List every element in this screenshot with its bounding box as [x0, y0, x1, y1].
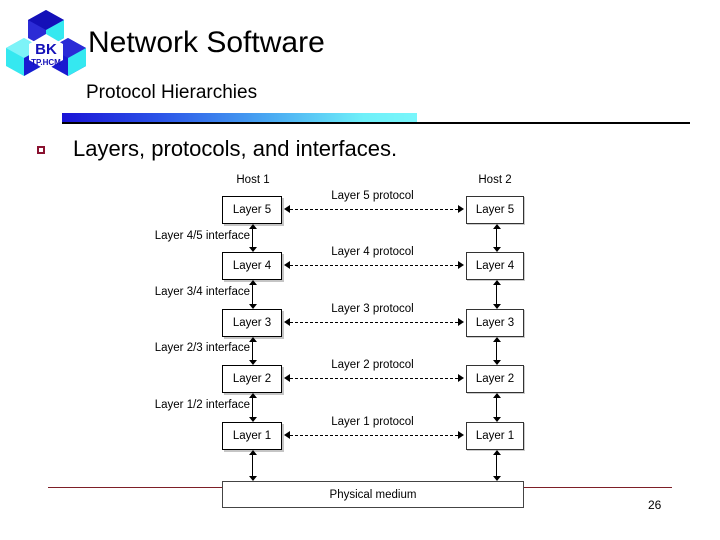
protocol-label-5: Layer 5 protocol — [331, 190, 414, 202]
right-interface-arrow-4-5 — [492, 224, 501, 252]
right-layer-box-1: Layer 1 — [466, 422, 524, 450]
accent-gradient-bar — [62, 113, 417, 122]
page-subtitle: Protocol Hierarchies — [86, 82, 258, 103]
protocol-label-4: Layer 4 protocol — [331, 246, 414, 258]
interface-arrow-1-2 — [248, 393, 257, 422]
square-bullet-icon — [37, 146, 45, 154]
protocol-hierarchy-diagram: Host 1 Host 2 Layer 5 Layer 5 Layer 5 pr… — [0, 168, 720, 516]
right-layer-box-2: Layer 2 — [466, 365, 524, 393]
right-interface-arrow-1-2 — [492, 393, 501, 422]
interface-arrow-4-5 — [248, 224, 257, 252]
right-layer-box-3: Layer 3 — [466, 309, 524, 337]
interface-arrow-2-3 — [248, 337, 257, 365]
protocol-label-3: Layer 3 protocol — [331, 303, 414, 315]
protocol-arrow-3 — [284, 318, 464, 327]
interface-label-3-4: Layer 3/4 interface — [154, 286, 250, 298]
left-layer-box-2: Layer 2 — [222, 365, 282, 393]
svg-text:TP.HCM: TP.HCM — [31, 58, 61, 67]
right-interface-arrow-3-4 — [492, 280, 501, 309]
left-layer-box-4: Layer 4 — [222, 252, 282, 280]
physical-medium-box: Physical medium — [222, 481, 524, 508]
interface-label-2-3: Layer 2/3 interface — [154, 342, 250, 354]
protocol-label-2: Layer 2 protocol — [331, 359, 414, 371]
left-layer-box-1: Layer 1 — [222, 422, 282, 450]
page-number: 26 — [648, 498, 662, 512]
protocol-arrow-4 — [284, 261, 464, 270]
right-layer-box-4: Layer 4 — [466, 252, 524, 280]
header-divider-rule — [62, 122, 690, 124]
host-2-label: Host 2 — [478, 174, 512, 186]
right-interface-arrow-2-3 — [492, 337, 501, 365]
page-title: Network Software — [88, 26, 325, 59]
medium-arrow-right — [492, 450, 501, 481]
interface-label-1-2: Layer 1/2 interface — [154, 399, 250, 411]
bk-tphcm-logo: BK TP.HCM — [6, 8, 86, 84]
bullet-item-label: Layers, protocols, and interfaces. — [73, 136, 398, 161]
medium-arrow-left — [248, 450, 257, 481]
svg-text:BK: BK — [35, 41, 57, 58]
left-layer-box-3: Layer 3 — [222, 309, 282, 337]
protocol-label-1: Layer 1 protocol — [331, 416, 414, 428]
bullet-list-item: Layers, protocols, and interfaces. — [28, 136, 688, 168]
left-layer-box-5: Layer 5 — [222, 196, 282, 224]
protocol-arrow-2 — [284, 374, 464, 383]
interface-arrow-3-4 — [248, 280, 257, 309]
right-layer-box-5: Layer 5 — [466, 196, 524, 224]
interface-label-4-5: Layer 4/5 interface — [154, 230, 250, 242]
protocol-arrow-1 — [284, 431, 464, 440]
protocol-arrow-5 — [284, 205, 464, 214]
host-1-label: Host 1 — [236, 174, 270, 186]
